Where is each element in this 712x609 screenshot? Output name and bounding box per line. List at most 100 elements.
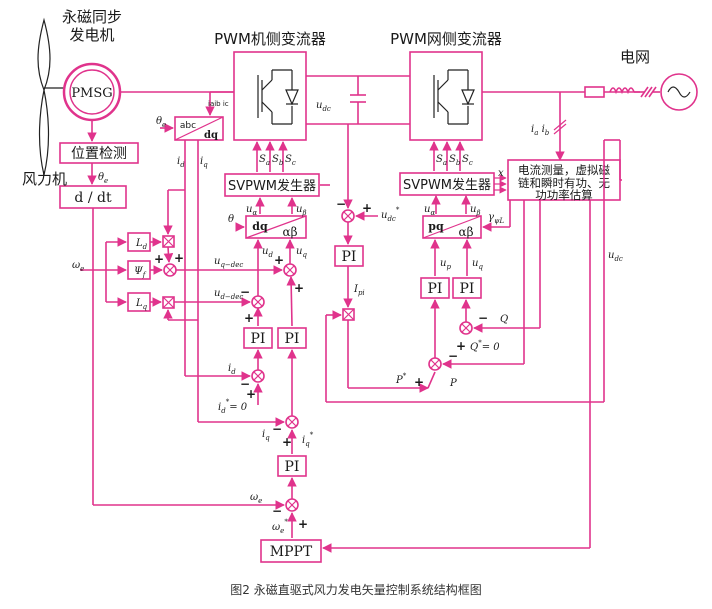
ld-label: Ld: [135, 238, 148, 251]
ipi-label: Ipi: [353, 284, 365, 297]
pq-ab-left: pq: [428, 220, 444, 233]
u-beta-label: uβ: [296, 204, 307, 217]
theta-e-abc-label: θe: [156, 116, 166, 129]
grid-converter-title: PWM网侧变流器: [390, 30, 502, 48]
u-alpha-label: uα: [246, 204, 257, 217]
sa-grid-label: Sa: [436, 154, 447, 167]
plus-id: +: [246, 387, 256, 401]
estimator-line3: 功功率估算: [535, 188, 593, 202]
pi-speed: [277, 455, 307, 477]
pi-d-label: PI: [251, 331, 266, 347]
pq-ab-right: αβ: [458, 225, 473, 239]
pmsg-label: PMSG: [71, 86, 112, 101]
grid-title: 电网: [620, 48, 650, 66]
minus-omega: −: [272, 504, 282, 518]
minus-udc: −: [336, 197, 346, 211]
omega-e-label: ωe: [72, 260, 84, 273]
ddt-label: d / dt: [74, 190, 112, 206]
minus-iq: −: [272, 422, 282, 436]
theta-dq-label: θ: [228, 214, 234, 225]
up-label: up: [440, 258, 451, 271]
sc-label: Sc: [285, 154, 296, 167]
ia-ib-label: ia ib: [531, 124, 550, 137]
id-star-label: id*= 0: [218, 398, 248, 415]
estimator-block: [507, 159, 621, 201]
uq-dec-label: uq−dec: [214, 256, 243, 269]
multiplier-ld: [162, 235, 175, 248]
svpwm-machine-label: SVPWM发生器: [228, 178, 316, 194]
estimator-line1: 电流测量，虚拟磁: [518, 163, 610, 177]
multiplier-ipi: [342, 308, 355, 321]
plus-omega: +: [298, 517, 308, 531]
plus-uq: +: [274, 253, 284, 267]
omega-star-label: ωe*: [272, 518, 288, 535]
sa-label: Sa: [259, 154, 270, 167]
sb-label: Sb: [272, 154, 284, 167]
uq-label: uq: [296, 246, 307, 259]
x-mark-1: x: [498, 168, 504, 179]
q-label: Q: [500, 314, 508, 325]
plus-p: +: [414, 375, 424, 389]
u-alpha-grid-label: uα: [424, 204, 435, 217]
minus-ud: −: [240, 285, 250, 299]
grid-inductor: [609, 87, 635, 95]
u-beta-grid-label: uβ: [470, 204, 481, 217]
udc-label: udc: [316, 100, 331, 113]
plus-psi: +: [154, 252, 164, 266]
plus-udc: +: [362, 201, 372, 215]
machine-converter-title: PWM机侧变流器: [214, 30, 326, 48]
pi-q-label: PI: [285, 331, 300, 347]
estimator-line2: 链和瞬时有功、无: [518, 176, 610, 190]
pmsg-title-line2: 发电机: [69, 26, 114, 44]
position-detect-label: 位置检测: [71, 146, 127, 162]
iq-star-label: iq*: [302, 431, 314, 448]
lq-label: Lq: [135, 298, 148, 311]
q-star-label: Q*= 0: [470, 339, 500, 353]
pi-p-grid: [420, 277, 450, 299]
dq-ab-left: dq: [252, 220, 268, 233]
minus-q: −: [478, 311, 488, 325]
minus-p: −: [448, 349, 458, 363]
grid-resistor: [584, 86, 605, 98]
pi-q-grid: [452, 277, 482, 299]
plus-q: +: [456, 339, 466, 353]
plus-ld: +: [174, 251, 184, 265]
p-label: P: [449, 378, 457, 389]
position-detect-block: [59, 142, 139, 164]
pi-speed-label: PI: [285, 459, 300, 475]
igbt-icon-grid: [433, 69, 475, 125]
igbt-icon-machine: [257, 69, 299, 125]
figure-caption: 图2 永磁直驱式风力发电矢量控制系统结构框图: [230, 582, 481, 597]
omega-feedback-label: ωe: [250, 492, 262, 505]
pi-udc: [334, 245, 364, 267]
id-feedback-label: id: [228, 363, 236, 376]
mppt-block: [260, 539, 322, 563]
pi-udc-label: PI: [342, 249, 357, 265]
svpwm-grid-label: SVPWM发生器: [403, 177, 491, 193]
p-star-label: P*: [395, 372, 407, 386]
iq-feedback-label: iq: [262, 429, 270, 442]
svpwm-machine-block: [224, 173, 320, 197]
pmsg-generator: PMSG: [62, 62, 122, 122]
pi-p-label: PI: [428, 281, 443, 297]
grid-side-converter: [409, 51, 483, 141]
udc-feedback-label: udc: [608, 250, 623, 263]
ud-label: ud: [262, 246, 273, 259]
sc-grid-label: Sc: [462, 154, 473, 167]
mppt-label: MPPT: [270, 544, 313, 560]
psi-label: Ψf: [134, 266, 147, 279]
iaib-ic-label: iaib ic: [208, 100, 229, 108]
plus-iq: +: [282, 435, 292, 449]
iq-label: iq: [200, 156, 208, 169]
udc-star-label: udc*: [381, 206, 400, 223]
pi-d-machine: [243, 327, 273, 349]
plus-pi-q: +: [294, 281, 304, 295]
sb-grid-label: Sb: [449, 154, 461, 167]
grid-source-icon: [660, 73, 698, 111]
minus-id: −: [240, 377, 250, 391]
wind-turbine-blades: [37, 17, 66, 176]
uq-grid-label: uq: [472, 258, 483, 271]
machine-side-converter: [233, 51, 307, 141]
id-label: id: [177, 156, 185, 169]
